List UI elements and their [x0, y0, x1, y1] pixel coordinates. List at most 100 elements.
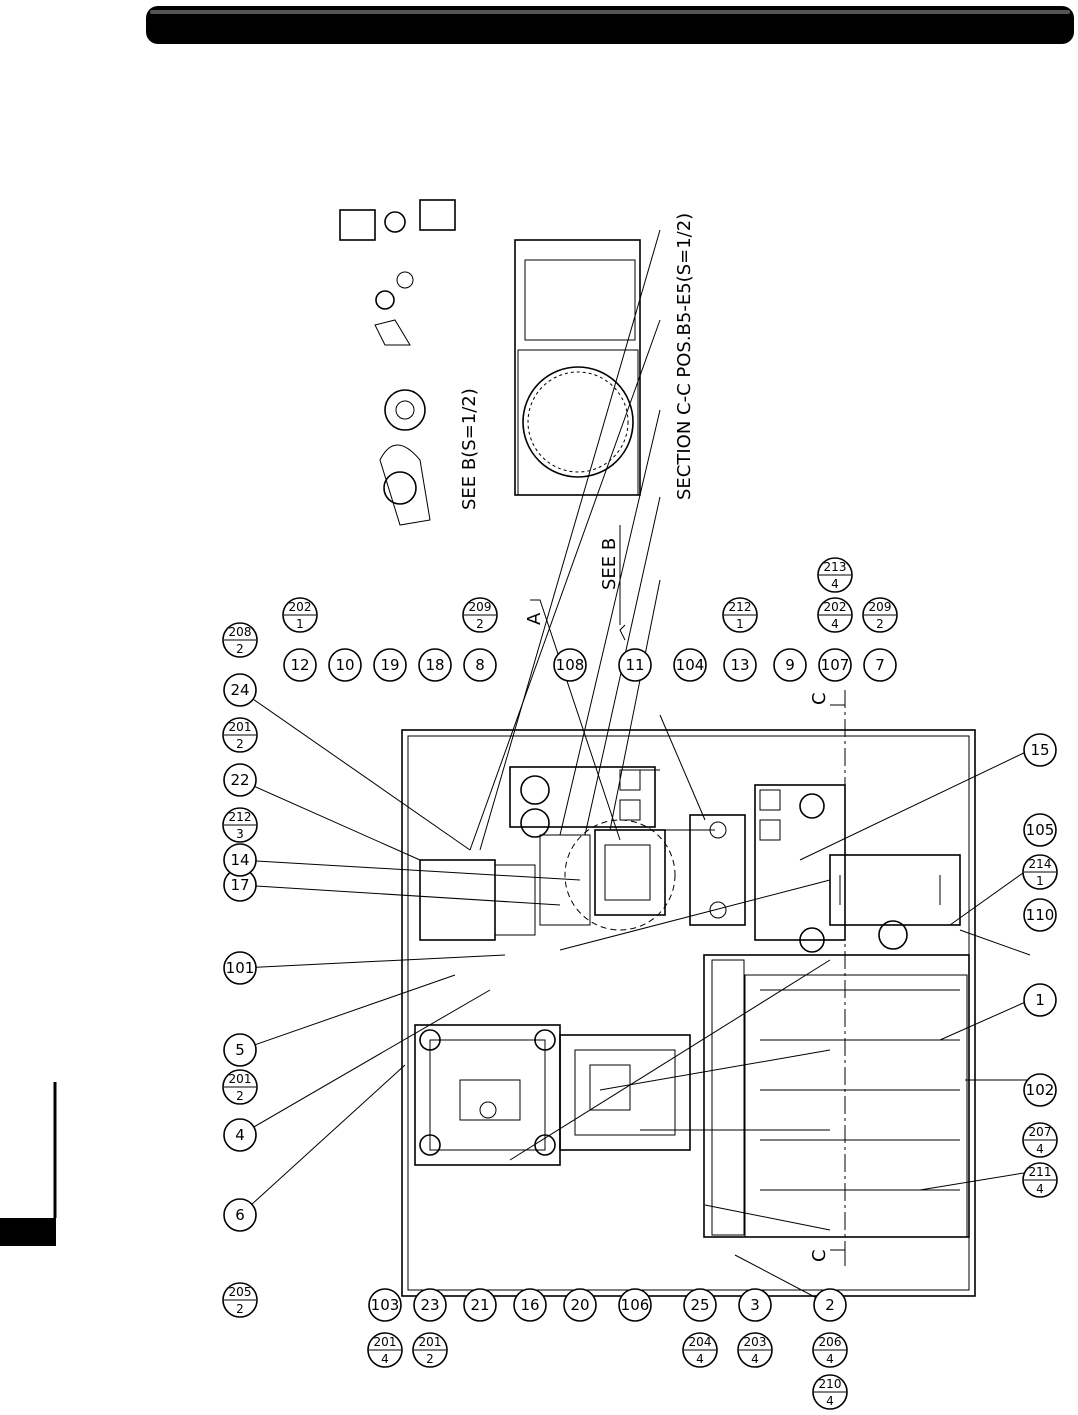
balloon-108: 108 [553, 648, 587, 682]
balloon-label: 11 [625, 656, 644, 674]
balloon-7: 7 [863, 648, 897, 682]
part-balloons: 6 4 5 101 17 14 22 24 103 23 21 16 20 10… [223, 648, 1057, 1322]
fraction-num: 209 [469, 600, 492, 614]
balloon-label: 6 [235, 1206, 245, 1224]
balloon-label: 7 [875, 656, 885, 674]
section-c-bottom-label: C [809, 1249, 830, 1262]
see-b-label: SEE B(S=1/2) [459, 388, 480, 510]
fraction-num: 212 [729, 600, 752, 614]
balloon-104: 104 [673, 648, 707, 682]
fraction-den: 2 [876, 617, 884, 631]
fraction-num: 206 [819, 1335, 842, 1349]
balloon-label: 19 [380, 656, 399, 674]
balloon-106: 106 [618, 1288, 652, 1322]
balloon-9: 9 [773, 648, 807, 682]
balloon-label: 13 [730, 656, 749, 674]
fraction-den: 4 [826, 1352, 834, 1366]
balloon-25: 25 [683, 1288, 717, 1322]
fraction-num: 210 [819, 1377, 842, 1391]
balloon-24: 24 [223, 673, 257, 707]
balloon-4: 4 [223, 1118, 257, 1152]
balloon-11: 11 [618, 648, 652, 682]
balloon-label: 24 [230, 681, 249, 699]
detail-view-see-b [379, 389, 431, 526]
balloon-label: 14 [230, 851, 249, 869]
leader-a-label: A [524, 612, 545, 625]
balloon-16: 16 [513, 1288, 547, 1322]
solenoid-22 [419, 859, 536, 941]
central-mechanism [539, 814, 746, 931]
balloon-110: 110 [1023, 898, 1057, 932]
drawing-notes: SEE B(S=1/2) SECTION C-C POS.B5-E5(S=1/2… [459, 213, 830, 1262]
fraction-num: 201 [229, 1072, 252, 1086]
fraction-num: 208 [229, 625, 252, 639]
balloon-label: 23 [420, 1296, 439, 1314]
fraction-den: 2 [426, 1352, 434, 1366]
leaders-a-b [530, 525, 626, 841]
balloon-17: 17 [223, 868, 257, 902]
balloon-label: 12 [290, 656, 309, 674]
fraction-num: 213 [824, 560, 847, 574]
fraction-den: 4 [696, 1352, 704, 1366]
fraction-num: 203 [744, 1335, 767, 1349]
balloon-18: 18 [418, 648, 452, 682]
balloon-101: 101 [223, 951, 257, 985]
balloon-12: 12 [283, 648, 317, 682]
section-label: SECTION C-C POS.B5-E5(S=1/2) [674, 213, 695, 500]
balloon-label: 9 [785, 656, 795, 674]
balloon-105: 105 [1023, 813, 1057, 847]
fraction-num: 202 [824, 600, 847, 614]
fraction-den: 2 [236, 642, 244, 656]
balloon-label: 110 [1026, 906, 1055, 924]
fraction-num: 209 [869, 600, 892, 614]
balloon-label: 104 [676, 656, 705, 674]
fraction-den: 3 [236, 827, 244, 841]
fraction-num: 214 [1029, 857, 1052, 871]
fraction-den: 4 [831, 617, 839, 631]
side-tab [0, 1082, 57, 1246]
balloon-13: 13 [723, 648, 757, 682]
balloon-22: 22 [223, 763, 257, 797]
balloon-label: 105 [1026, 821, 1055, 839]
balloon-102: 102 [1023, 1073, 1057, 1107]
balloon-label: 10 [335, 656, 354, 674]
fraction-den: 2 [236, 737, 244, 751]
fraction-den: 4 [831, 577, 839, 591]
fraction-num: 205 [229, 1285, 252, 1299]
balloon-label: 106 [621, 1296, 650, 1314]
motor-102 [703, 954, 970, 1238]
fraction-den: 2 [476, 617, 484, 631]
balloon-103: 103 [368, 1288, 402, 1322]
balloon-23: 23 [413, 1288, 447, 1322]
balloon-label: 101 [226, 959, 255, 977]
balloon-label: 21 [470, 1296, 489, 1314]
fraction-num: 211 [1029, 1165, 1052, 1179]
fraction-num: 212 [229, 810, 252, 824]
fraction-num: 201 [419, 1335, 442, 1349]
balloon-label: 103 [371, 1296, 400, 1314]
part-105-110 [829, 854, 961, 950]
fraction-num: 207 [1029, 1125, 1052, 1139]
fraction-num: 201 [374, 1335, 397, 1349]
balloon-label: 102 [1026, 1081, 1055, 1099]
balloon-label: 17 [230, 876, 249, 894]
balloon-label: 4 [235, 1126, 245, 1144]
balloon-label: 16 [520, 1296, 539, 1314]
balloon-label: 22 [230, 771, 249, 789]
